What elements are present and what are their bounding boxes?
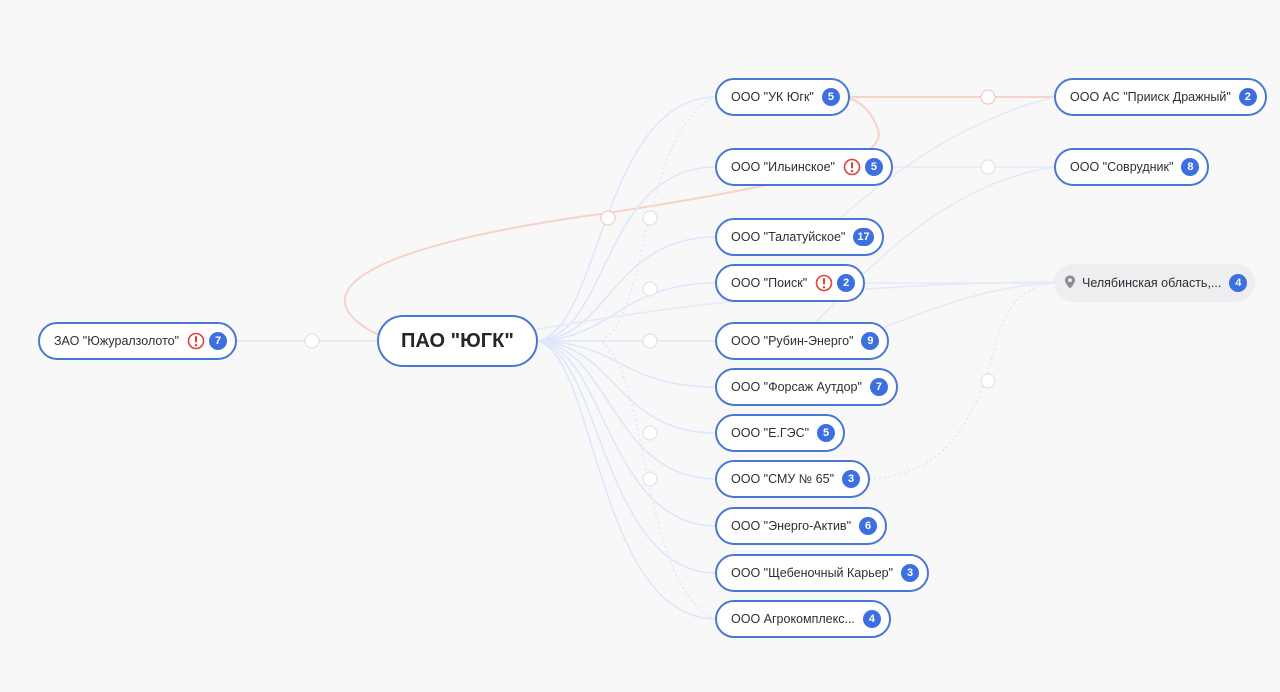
warning-icon	[815, 274, 833, 292]
count-badge: 4	[862, 610, 881, 628]
edge-markers	[304, 89, 996, 487]
node-label: ООО "Щебеночный Карьер"	[731, 566, 894, 580]
count-badge: 5	[817, 424, 836, 442]
warning-icon	[843, 158, 861, 176]
node-child-energo-aktiv[interactable]: ООО "Энерго-Актив" 6	[715, 507, 888, 545]
node-child-poisk[interactable]: ООО "Поиск" 2	[715, 264, 866, 302]
count-badge: 5	[864, 158, 883, 176]
node-label: ООО "Поиск"	[731, 276, 808, 290]
count-badge: 17	[853, 228, 874, 246]
node-label: ООО "Рубин-Энерго"	[731, 334, 854, 348]
count-badge: 2	[837, 274, 856, 292]
count-badge: 7	[869, 378, 888, 396]
node-location[interactable]: Челябинская область,... 4	[1054, 264, 1256, 302]
node-label: ООО "Форсаж Аутдор"	[731, 380, 862, 394]
node-label: ООО "УК Югк"	[731, 90, 814, 104]
node-child-uk-yugk[interactable]: ООО "УК Югк" 5	[715, 78, 850, 116]
node-sovrudnik[interactable]: ООО "Соврудник" 8	[1054, 148, 1210, 186]
count-badge: 3	[842, 470, 861, 488]
node-label: ООО Агрокомплекс...	[731, 612, 855, 626]
node-child-forsazh-autdor[interactable]: ООО "Форсаж Аутдор" 7	[715, 368, 898, 406]
node-label: ООО АС "Прииск Дражный"	[1070, 90, 1231, 104]
edges-layer	[231, 89, 1056, 620]
count-badge: 2	[1238, 88, 1257, 106]
node-label: ООО "Е.ГЭС"	[731, 426, 810, 440]
node-label: Челябинская область,...	[1082, 276, 1222, 290]
count-badge: 6	[859, 517, 878, 535]
node-label: ООО "Соврудник"	[1070, 160, 1174, 174]
count-badge: 7	[209, 332, 228, 350]
node-priisk-drazhny[interactable]: ООО АС "Прииск Дражный" 2	[1054, 78, 1267, 116]
node-child-shchebenochny-karer[interactable]: ООО "Щебеночный Карьер" 3	[715, 554, 930, 592]
warning-icon	[187, 332, 205, 350]
node-label: ООО "Энерго-Актив"	[731, 519, 852, 533]
center-label: ПАО "ЮГК"	[401, 329, 514, 352]
node-center[interactable]: ПАО "ЮГК"	[377, 315, 538, 367]
node-child-rubin-energo[interactable]: ООО "Рубин-Энерго" 9	[715, 322, 890, 360]
node-label: ЗАО "Южуралзолото"	[54, 334, 180, 348]
node-label: ООО "Ильинское"	[731, 160, 835, 174]
node-child-agrokompleks[interactable]: ООО Агрокомплекс... 4	[715, 600, 891, 638]
count-badge: 8	[1181, 158, 1200, 176]
node-child-talatuyskoe[interactable]: ООО "Талатуйское" 17	[715, 218, 884, 256]
node-parent[interactable]: ЗАО "Южуралзолото" 7	[38, 322, 238, 360]
count-badge: 4	[1229, 274, 1248, 292]
node-label: ООО "Талатуйское"	[731, 230, 846, 244]
count-badge: 9	[861, 332, 880, 350]
node-child-smu-65[interactable]: ООО "СМУ № 65" 3	[715, 460, 871, 498]
node-child-e-ges[interactable]: ООО "Е.ГЭС" 5	[715, 414, 846, 452]
fan-edges	[533, 96, 717, 620]
node-label: ООО "СМУ № 65"	[731, 472, 835, 486]
dotted-edges	[599, 96, 717, 620]
count-badge: 3	[901, 564, 920, 582]
count-badge: 5	[821, 88, 840, 106]
node-child-ilinskoe[interactable]: ООО "Ильинское" 5	[715, 148, 893, 186]
location-pin-icon	[1064, 275, 1076, 292]
edge-ownership-red	[343, 96, 880, 339]
